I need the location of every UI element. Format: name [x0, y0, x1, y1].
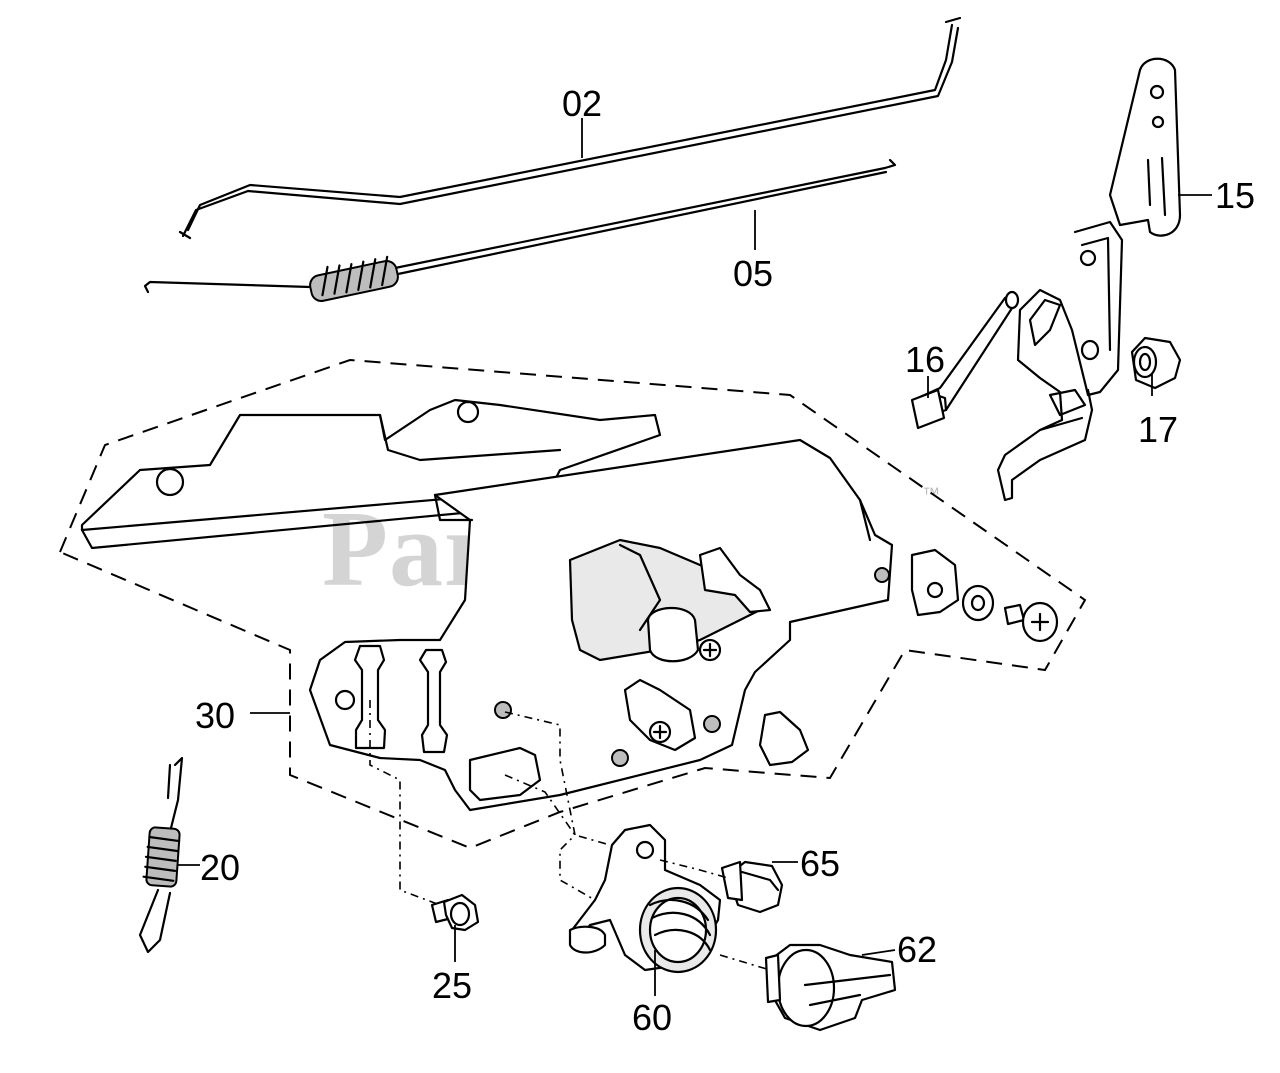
part-25-bolt[interactable] [430, 893, 480, 932]
part-20-spring[interactable] [138, 756, 184, 954]
part-17-nut[interactable] [1130, 336, 1182, 390]
callout-25[interactable]: 25 [432, 965, 472, 1006]
part-16-pin[interactable] [910, 290, 1020, 430]
part-15-lever[interactable] [996, 57, 1182, 502]
callout-16[interactable]: 16 [905, 339, 945, 380]
part-05-spring-link[interactable] [143, 158, 897, 303]
callout-20[interactable]: 20 [200, 847, 240, 888]
callout-labels: 02 05 15 16 17 20 25 30 60 62 65 [195, 83, 1255, 1038]
callout-17[interactable]: 17 [1138, 409, 1178, 450]
callout-05[interactable]: 05 [733, 253, 773, 294]
callout-60[interactable]: 60 [632, 997, 672, 1038]
callout-65[interactable]: 65 [800, 843, 840, 884]
leader-lines [178, 118, 1212, 996]
assembly-guides [369, 700, 771, 971]
part-30-bracket-assembly[interactable] [58, 358, 1087, 850]
callout-62[interactable]: 62 [897, 929, 937, 970]
part-60-base[interactable] [568, 823, 722, 974]
callout-02[interactable]: 02 [562, 83, 602, 124]
part-02-rod[interactable] [178, 16, 962, 240]
part-62-knob[interactable] [764, 943, 897, 1032]
callout-15[interactable]: 15 [1215, 175, 1255, 216]
part-65-screw[interactable] [720, 860, 784, 914]
callout-30[interactable]: 30 [195, 695, 235, 736]
